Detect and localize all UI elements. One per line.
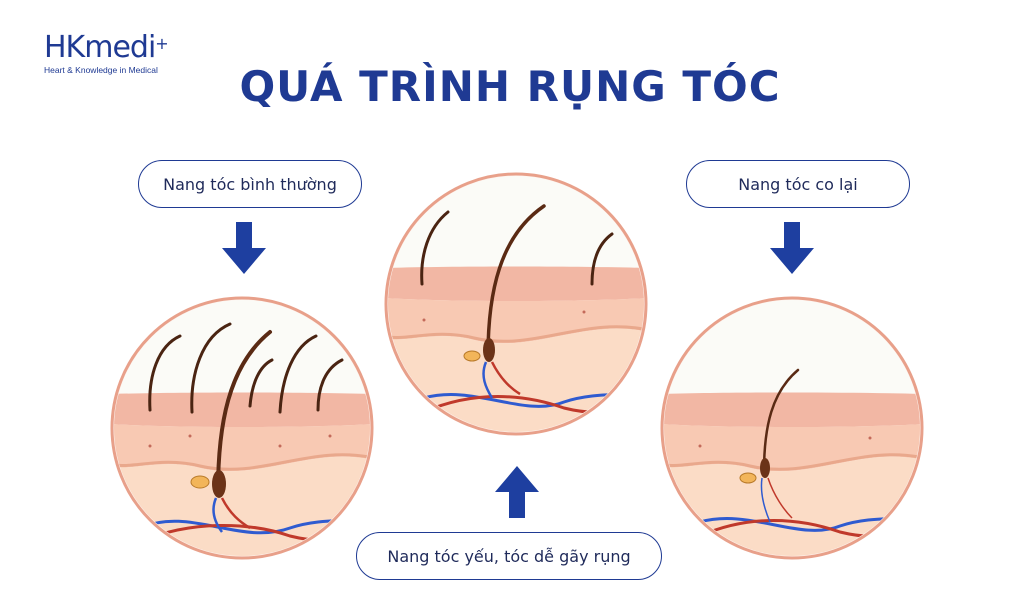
illustration-weak-follicle	[384, 172, 648, 436]
arrow-down-icon	[770, 222, 814, 274]
illustration-shrunk-follicle	[660, 296, 924, 560]
illustration-normal-follicle	[110, 296, 374, 560]
stage-label-normal: Nang tóc bình thường	[138, 160, 362, 208]
brand-plus-icon: +	[155, 34, 168, 53]
stage-label-shrunk: Nang tóc co lại	[686, 160, 910, 208]
arrow-down-icon	[222, 222, 266, 274]
brand-name: HKmedi+	[44, 30, 169, 65]
brand-logo: HKmedi+ Heart & Knowledge in Medical	[44, 30, 169, 76]
page-title: QUÁ TRÌNH RỤNG TÓC	[239, 62, 781, 111]
brand-tagline: Heart & Knowledge in Medical	[44, 65, 158, 75]
arrow-up-icon	[495, 466, 539, 518]
stage-label-weak: Nang tóc yếu, tóc dễ gãy rụng	[356, 532, 662, 580]
